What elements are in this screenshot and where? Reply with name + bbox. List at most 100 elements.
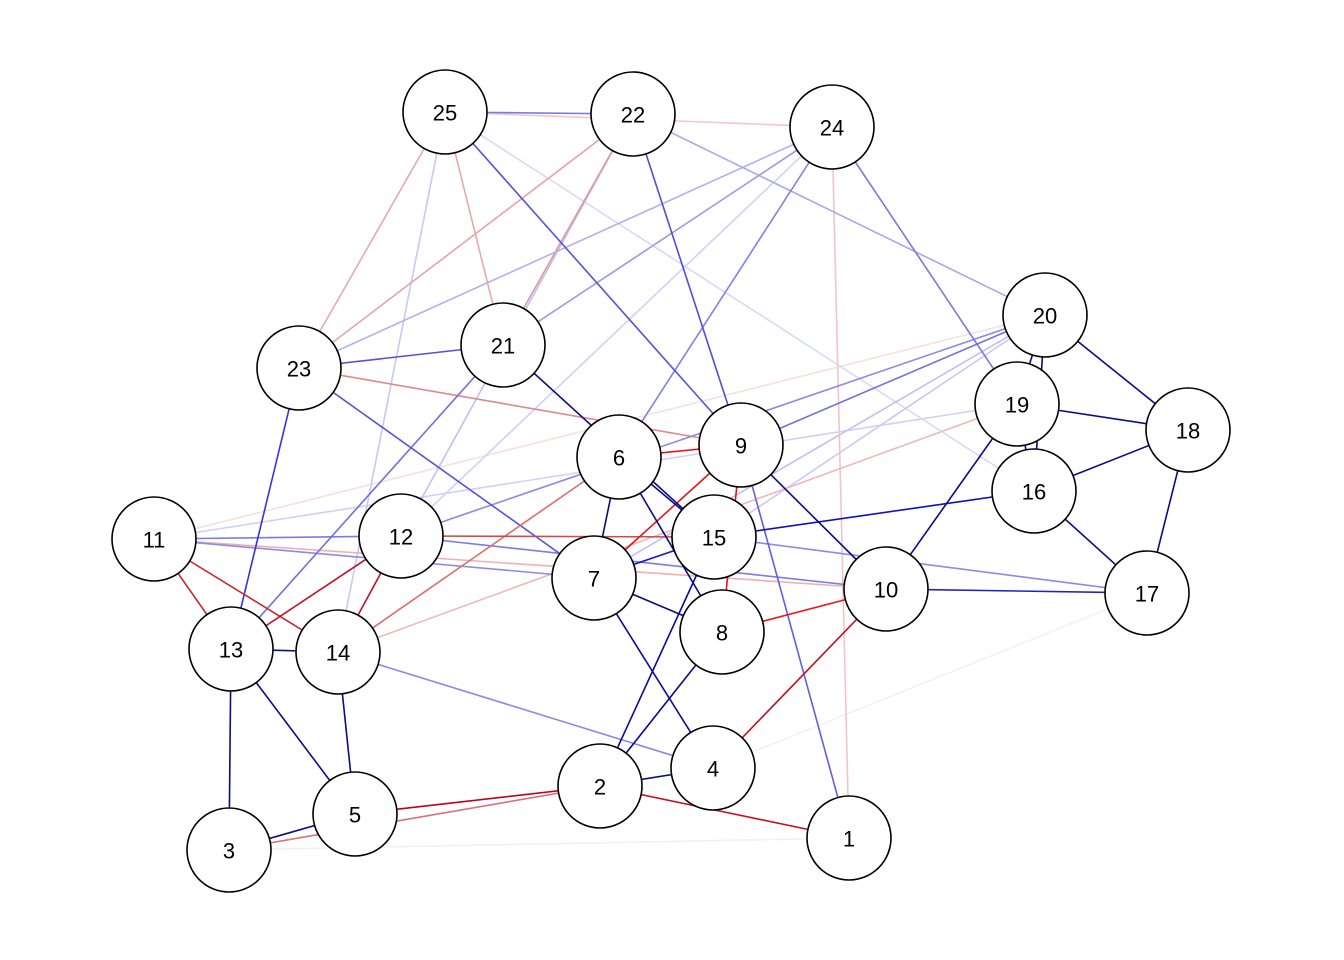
edge-12-10 <box>400 535 887 590</box>
edge-4-17 <box>712 592 1148 769</box>
edge-15-16 <box>713 490 1035 538</box>
node-label: 21 <box>491 334 515 359</box>
node-20: 20 <box>1002 272 1088 358</box>
node-23: 23 <box>256 325 342 411</box>
node-circle <box>256 325 342 411</box>
node-3: 3 <box>186 807 272 893</box>
node-label: 16 <box>1022 480 1046 505</box>
node-circle <box>312 771 398 857</box>
node-circle <box>188 606 274 692</box>
node-label: 8 <box>716 621 728 646</box>
node-circle <box>460 302 546 388</box>
edge-24-21 <box>502 126 833 346</box>
node-circle <box>1104 550 1190 636</box>
node-circle <box>402 69 488 155</box>
node-circle <box>590 71 676 157</box>
node-label: 24 <box>820 116 844 141</box>
node-14: 14 <box>295 609 381 695</box>
node-12: 12 <box>358 493 444 579</box>
node-circle <box>1002 272 1088 358</box>
edge-22-9 <box>632 113 742 446</box>
node-7: 7 <box>551 535 637 621</box>
node-label: 9 <box>735 434 747 459</box>
node-label: 2 <box>594 775 606 800</box>
edge-20-15 <box>713 314 1046 538</box>
node-circle <box>186 807 272 893</box>
edge-23-13 <box>230 367 300 650</box>
node-label: 12 <box>389 525 413 550</box>
edge-9-1 <box>740 444 850 839</box>
edge-24-1 <box>831 126 850 839</box>
node-9: 9 <box>698 402 784 488</box>
edge-22-21 <box>502 113 634 346</box>
node-5: 5 <box>312 771 398 857</box>
edge-14-6 <box>337 456 620 653</box>
node-label: 11 <box>143 528 166 553</box>
node-label: 7 <box>588 567 600 592</box>
edge-11-10 <box>153 538 887 590</box>
node-label: 19 <box>1005 393 1029 418</box>
node-circle <box>843 546 929 632</box>
edge-3-2 <box>228 785 601 851</box>
node-label: 3 <box>223 839 235 864</box>
node-11: 11 <box>111 496 197 582</box>
node-label: 25 <box>433 101 457 126</box>
node-label: 14 <box>326 641 350 666</box>
edge-24-6 <box>618 126 833 458</box>
node-circle <box>974 361 1060 447</box>
edge-14-4 <box>337 651 714 769</box>
node-13: 13 <box>188 606 274 692</box>
edge-15-17 <box>713 536 1148 594</box>
node-15: 15 <box>671 494 757 580</box>
node-6: 6 <box>576 414 662 500</box>
node-25: 25 <box>402 69 488 155</box>
node-circle <box>698 402 784 488</box>
node-circle <box>557 743 643 829</box>
edge-23-25 <box>298 111 446 369</box>
node-circle <box>358 493 444 579</box>
node-circle <box>789 84 875 170</box>
node-circle <box>670 725 756 811</box>
edge-20-7 <box>593 314 1046 579</box>
node-label: 6 <box>613 446 625 471</box>
node-21: 21 <box>460 302 546 388</box>
edge-12-15 <box>400 535 715 538</box>
edge-24-12 <box>400 126 833 537</box>
node-18: 18 <box>1145 387 1231 473</box>
edge-23-9 <box>298 367 742 446</box>
edge-25-14 <box>337 111 446 653</box>
node-16: 16 <box>991 448 1077 534</box>
node-circle <box>295 609 381 695</box>
node-label: 10 <box>874 578 898 603</box>
node-19: 19 <box>974 361 1060 447</box>
node-label: 18 <box>1176 419 1200 444</box>
node-22: 22 <box>590 71 676 157</box>
edge-20-9 <box>740 314 1046 446</box>
node-2: 2 <box>557 743 643 829</box>
edge-10-17 <box>885 588 1148 594</box>
node-24: 24 <box>789 84 875 170</box>
node-circle <box>111 496 197 582</box>
node-17: 17 <box>1104 550 1190 636</box>
node-label: 20 <box>1033 304 1057 329</box>
node-label: 22 <box>621 103 645 128</box>
edge-24-19 <box>831 126 1018 405</box>
node-10: 10 <box>843 546 929 632</box>
node-circle <box>576 414 662 500</box>
edge-23-7 <box>298 367 595 579</box>
node-circle <box>551 535 637 621</box>
node-label: 5 <box>349 803 361 828</box>
edge-23-22 <box>298 113 634 369</box>
node-circle <box>671 494 757 580</box>
node-label: 17 <box>1135 582 1159 607</box>
node-circle <box>1145 387 1231 473</box>
node-1: 1 <box>806 795 892 881</box>
edge-21-13 <box>230 344 504 650</box>
node-8: 8 <box>679 589 765 675</box>
edge-25-16 <box>444 111 1035 492</box>
node-4: 4 <box>670 725 756 811</box>
node-label: 1 <box>843 827 855 852</box>
